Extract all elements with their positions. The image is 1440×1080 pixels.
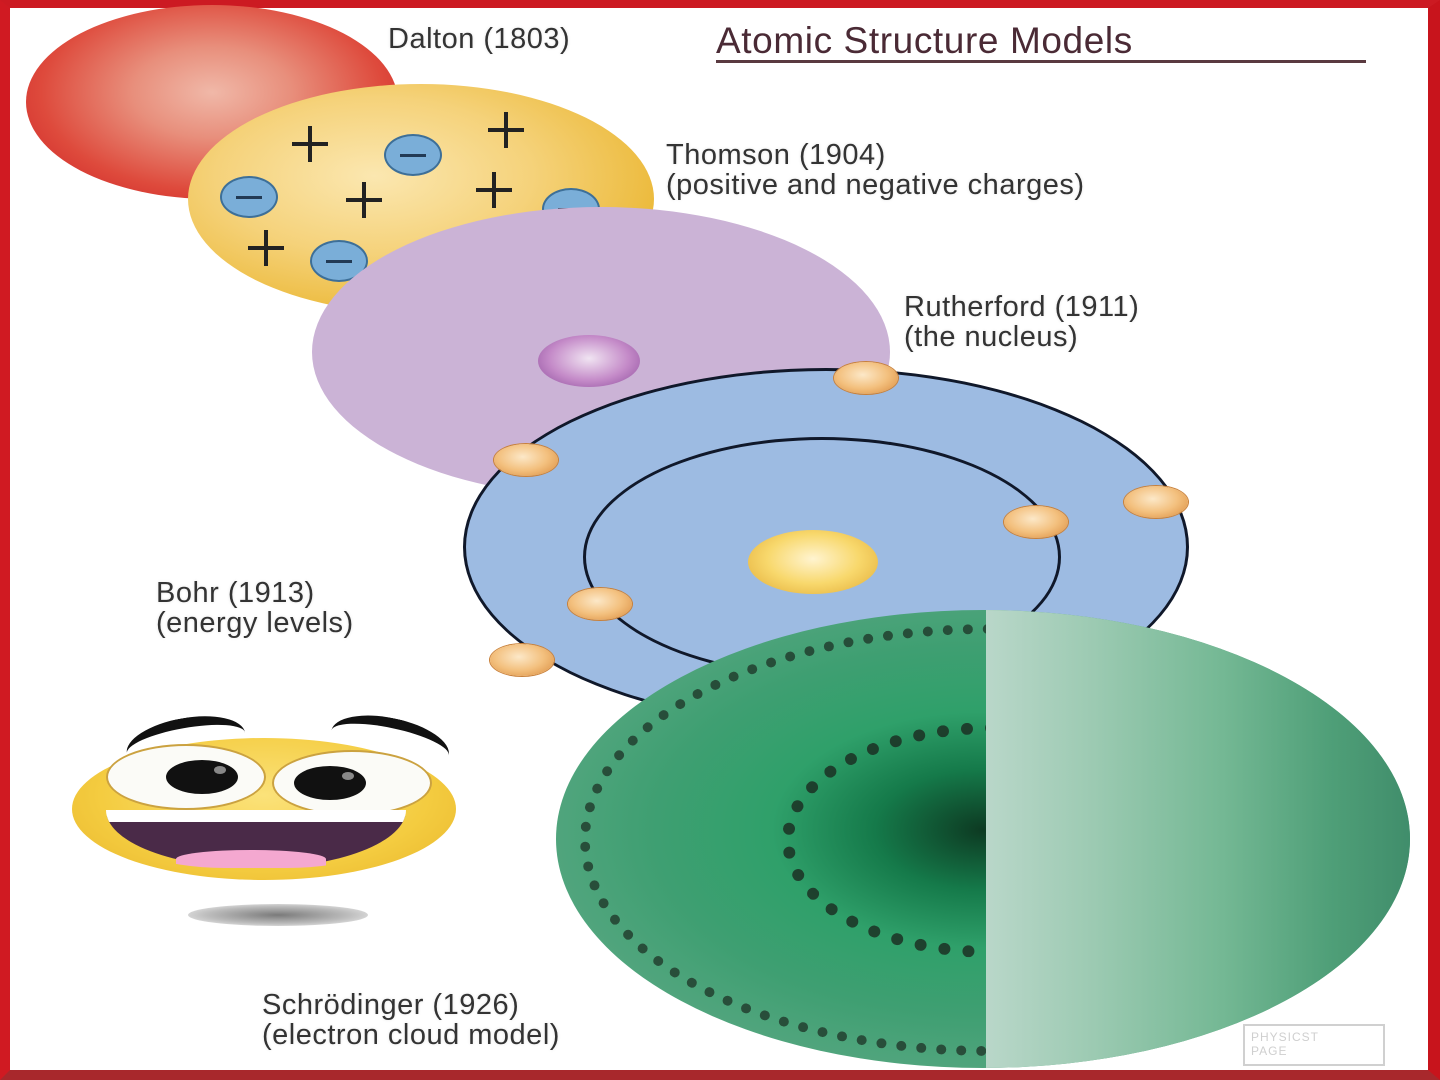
negative-charge-icon <box>310 240 368 282</box>
electron-icon <box>568 588 632 620</box>
electron-icon <box>1004 506 1068 538</box>
watermark: PHYSICST PAGE <box>1243 1024 1385 1066</box>
right-eye <box>272 750 432 816</box>
model-name: Bohr (1913) <box>156 577 315 609</box>
positive-charge-icon <box>476 172 512 208</box>
schrodinger-label: Schrödinger (1926) (electron cloud model… <box>262 990 560 1050</box>
dalton-label: Dalton (1803) <box>388 24 570 54</box>
model-name: Schrödinger (1926) <box>262 989 520 1021</box>
positive-charge-icon <box>248 230 284 266</box>
watermark-line: PAGE <box>1251 1044 1288 1058</box>
title-underline <box>716 60 1366 63</box>
model-note: (energy levels) <box>156 607 354 639</box>
bohr-label: Bohr (1913) (energy levels) <box>156 578 354 638</box>
negative-charge-icon <box>384 134 442 176</box>
rutherford-label: Rutherford (1911) (the nucleus) <box>904 292 1139 352</box>
model-name: Dalton (1803) <box>388 23 571 55</box>
model-name: Rutherford (1911) <box>904 291 1140 323</box>
model-name: Thomson (1904) <box>666 139 886 171</box>
smiley-shadow <box>188 904 368 926</box>
bohr-nucleus <box>748 530 878 594</box>
positive-charge-icon <box>292 126 328 162</box>
cloud-cutaway-half <box>986 610 1410 1068</box>
positive-charge-icon <box>346 182 382 218</box>
model-note: (electron cloud model) <box>262 1019 560 1051</box>
left-eye <box>106 744 266 810</box>
electron-icon <box>490 644 554 676</box>
negative-charge-icon <box>220 176 278 218</box>
electron-icon <box>494 444 558 476</box>
model-note: (the nucleus) <box>904 321 1079 353</box>
electron-icon <box>1124 486 1188 518</box>
positive-charge-icon <box>488 112 524 148</box>
model-note: (positive and negative charges) <box>666 169 1085 201</box>
smiley-tongue <box>176 850 326 868</box>
schrodinger-electron-cloud <box>556 610 1410 1068</box>
thomson-label: Thomson (1904) (positive and negative ch… <box>666 140 1085 200</box>
watermark-line: PHYSICST <box>1251 1030 1320 1044</box>
electron-icon <box>834 362 898 394</box>
diagram-title: Atomic Structure Models <box>716 20 1133 61</box>
rutherford-nucleus <box>538 335 640 387</box>
